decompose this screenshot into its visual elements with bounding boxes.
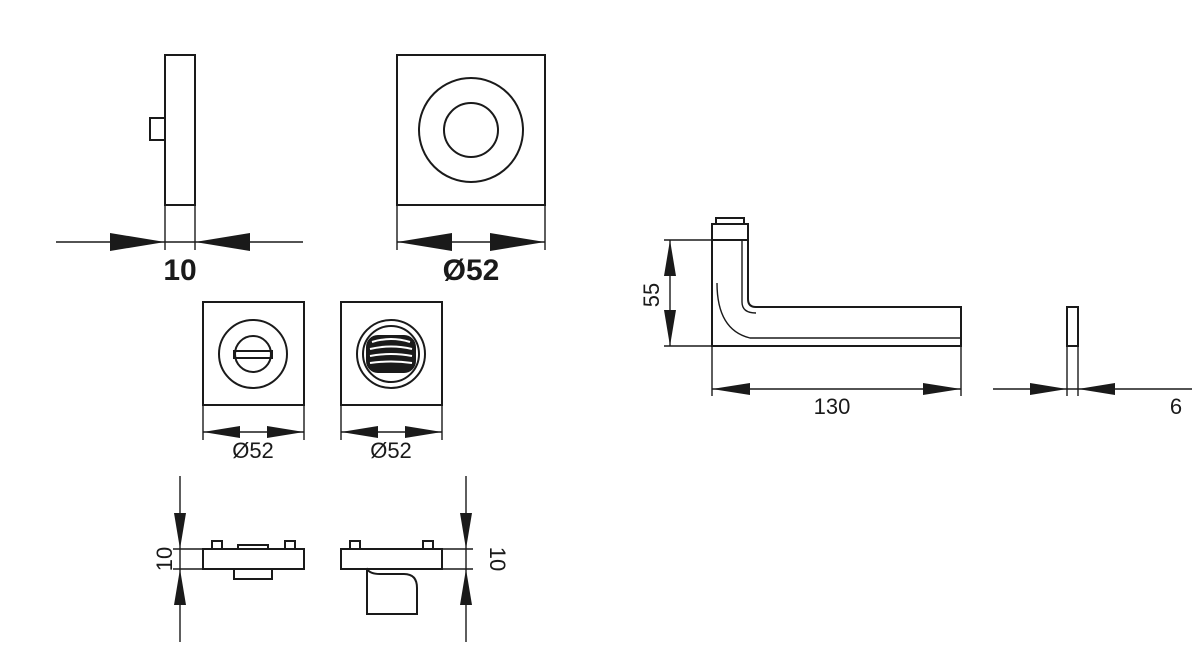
wc-height-label: 10 bbox=[152, 547, 177, 571]
lever-length-label: 130 bbox=[814, 394, 851, 419]
arrow-head bbox=[664, 310, 676, 346]
arrow-head bbox=[397, 233, 452, 251]
wc-rose-side-view: 10 bbox=[152, 476, 305, 642]
wc-side-plate bbox=[202, 548, 305, 570]
lever-contour-1 bbox=[716, 282, 961, 339]
turn-inner-ring bbox=[362, 325, 420, 383]
arrow-head bbox=[1078, 383, 1115, 395]
arrow-head bbox=[174, 513, 186, 549]
arrow-head bbox=[460, 569, 472, 605]
turn-rose-square bbox=[340, 301, 443, 406]
arrow-head bbox=[174, 569, 186, 605]
rose-side-body bbox=[164, 54, 196, 206]
wc-side-bottom-knob bbox=[233, 568, 273, 580]
turn-side-knob bbox=[365, 567, 418, 615]
turn-side-plate bbox=[340, 548, 443, 570]
arrow-head bbox=[195, 233, 250, 251]
turn-side-peg-right bbox=[422, 540, 434, 550]
wc-side-top-knob bbox=[237, 544, 269, 550]
rose-side-pin bbox=[149, 117, 166, 141]
rose-thickness-label: 10 bbox=[163, 254, 196, 287]
rose-inner-ring bbox=[443, 102, 499, 158]
wc-rose-size-label: Ø52 bbox=[232, 438, 274, 463]
lever-side-view: 55 130 bbox=[639, 217, 962, 419]
arrow-head bbox=[923, 383, 961, 395]
arrow-head bbox=[341, 426, 378, 438]
turn-rose-size-label: Ø52 bbox=[370, 438, 412, 463]
turn-knob-ribs bbox=[369, 338, 413, 364]
turn-rose-front-view: Ø52 bbox=[340, 301, 443, 463]
wc-slot bbox=[233, 350, 273, 359]
lever-contour-2 bbox=[741, 240, 757, 314]
arrow-head bbox=[664, 240, 676, 276]
arrow-head bbox=[1030, 383, 1067, 395]
turn-outer-ring bbox=[356, 319, 426, 389]
lever-thickness-label: 6 bbox=[1170, 394, 1182, 419]
rose-size-label: Ø52 bbox=[443, 254, 500, 287]
rose-front-view: Ø52 bbox=[396, 54, 546, 287]
wc-side-peg-right bbox=[284, 540, 296, 550]
rose-front-square bbox=[396, 54, 546, 206]
arrow-head bbox=[267, 426, 304, 438]
rose-side-view: 10 bbox=[56, 54, 303, 287]
wc-rose-square bbox=[202, 301, 305, 406]
arrow-head bbox=[712, 383, 750, 395]
arrow-head bbox=[405, 426, 442, 438]
lever-body bbox=[711, 239, 962, 347]
wc-outer-ring bbox=[218, 319, 288, 389]
rose-outer-ring bbox=[418, 77, 524, 183]
arrow-head bbox=[490, 233, 545, 251]
arrow-head bbox=[203, 426, 240, 438]
turn-rose-side-view: 10 bbox=[340, 476, 510, 642]
wc-side-peg-left bbox=[211, 540, 223, 550]
arrow-head bbox=[460, 513, 472, 549]
turn-height-label: 10 bbox=[485, 547, 510, 571]
arrow-head bbox=[110, 233, 165, 251]
lever-end-view: 6 bbox=[993, 306, 1192, 419]
lever-end-section bbox=[1066, 306, 1079, 347]
wc-inner-ring bbox=[234, 335, 272, 373]
lever-spindle-neck bbox=[711, 223, 749, 241]
turn-side-peg-left bbox=[349, 540, 361, 550]
lever-height-label: 55 bbox=[639, 283, 664, 307]
wc-rose-front-view: Ø52 bbox=[202, 301, 305, 463]
